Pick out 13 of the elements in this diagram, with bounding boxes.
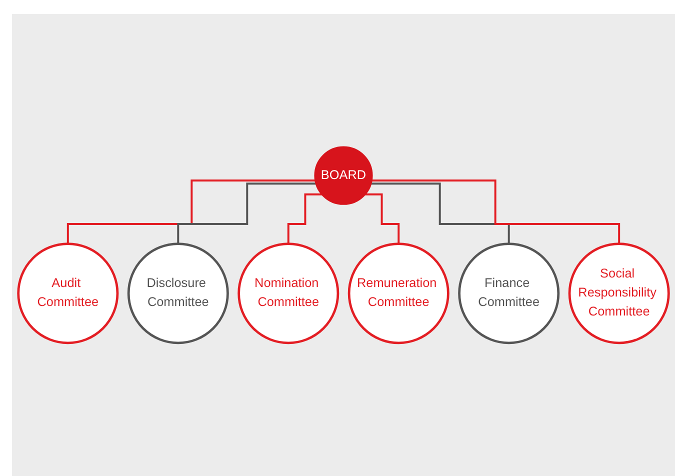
connector xyxy=(364,193,400,245)
connector xyxy=(66,180,316,245)
node-circle: Remuneration Committee xyxy=(348,242,450,344)
node-circle: Nomination Committee xyxy=(238,242,340,344)
node-circle: BOARD xyxy=(314,146,373,205)
connector xyxy=(287,193,322,245)
connector xyxy=(177,182,316,245)
connector xyxy=(372,180,620,245)
connector xyxy=(370,182,510,245)
node-circle: Disclosure Committee xyxy=(127,242,229,344)
node-circle: Social Responsibility Committee xyxy=(568,242,670,344)
node-circle: Finance Committee xyxy=(458,242,560,344)
node-circle: Audit Committee xyxy=(17,242,119,344)
